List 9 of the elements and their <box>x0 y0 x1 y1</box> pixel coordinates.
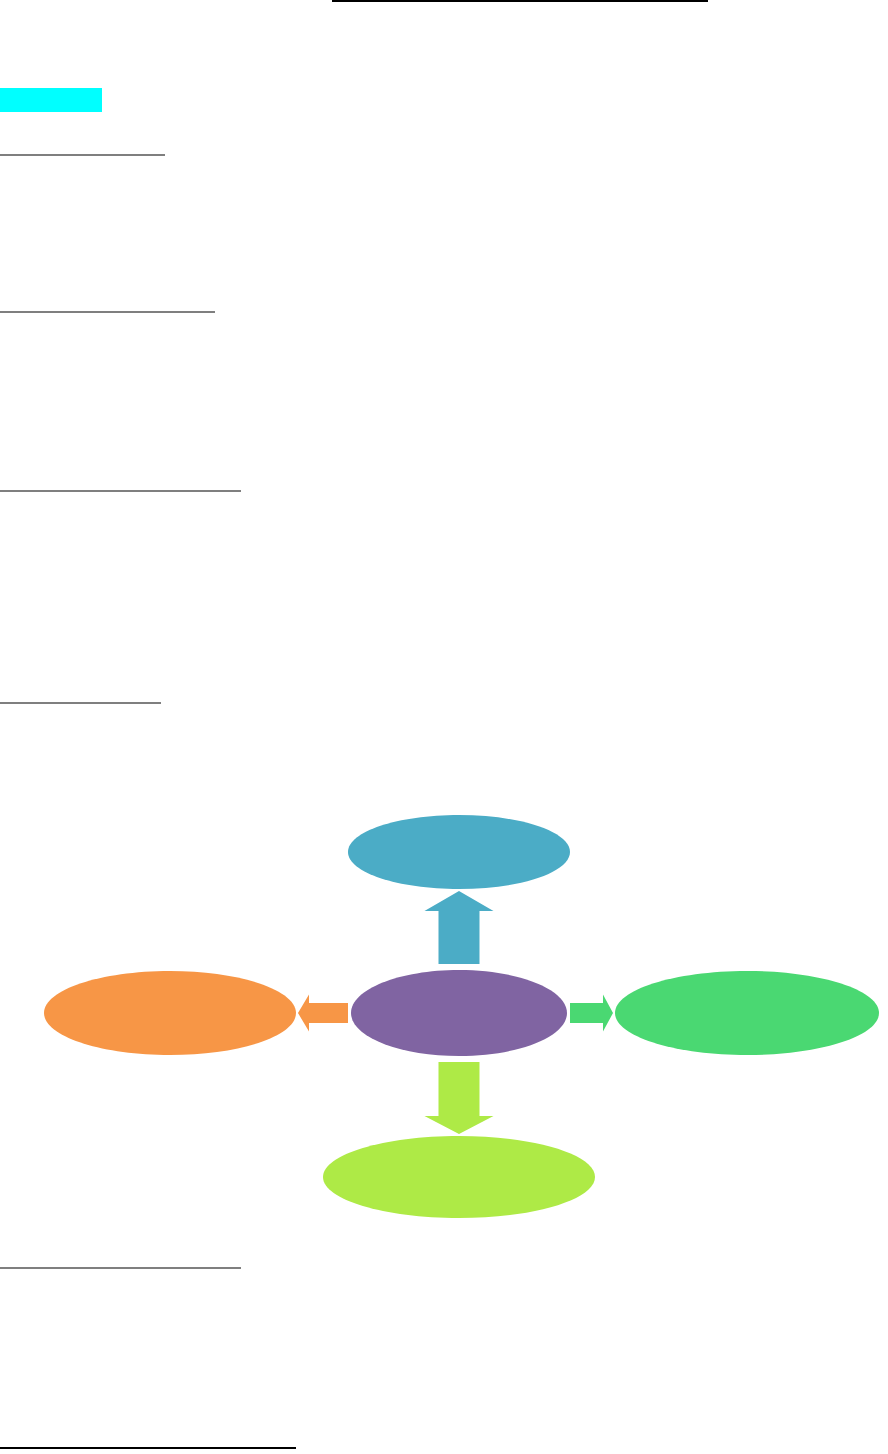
ellipse-shape <box>323 1136 595 1218</box>
ellipse-shape <box>44 971 296 1055</box>
ellipse-shape <box>615 971 879 1055</box>
block-arrow <box>424 1062 494 1134</box>
block-arrow <box>298 994 348 1032</box>
block-arrow <box>424 891 494 964</box>
ellipse-shape <box>351 970 567 1056</box>
block-arrow <box>570 994 613 1032</box>
ellipse-shape <box>348 815 570 889</box>
